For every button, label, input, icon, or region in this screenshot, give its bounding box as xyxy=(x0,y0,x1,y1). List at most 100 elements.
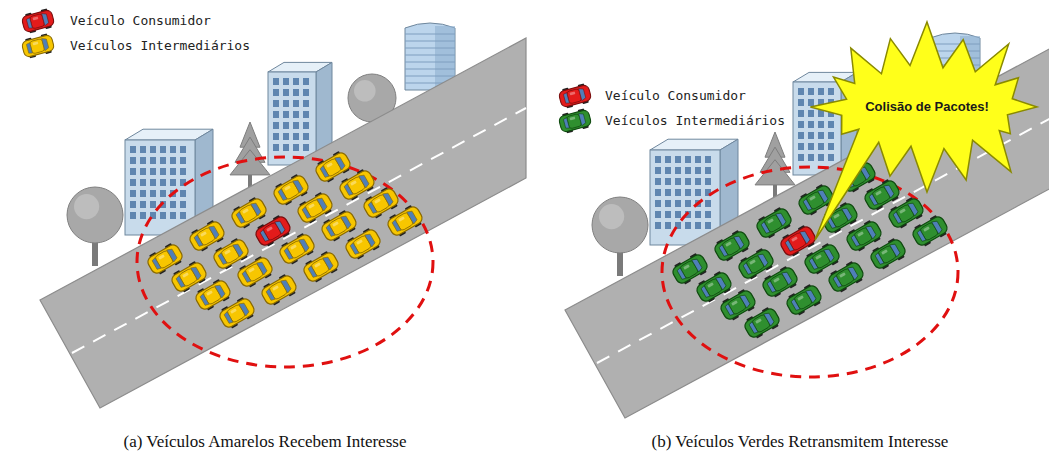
car-shine xyxy=(857,231,864,237)
building-window xyxy=(685,178,691,185)
building-window xyxy=(818,143,824,150)
car-windshield xyxy=(209,224,220,239)
building-window xyxy=(150,168,156,175)
car-body xyxy=(314,151,352,184)
building-window xyxy=(685,189,691,196)
car-rear-window xyxy=(749,322,758,334)
car-windshield xyxy=(383,191,394,206)
car-icon xyxy=(910,213,950,249)
car-rear-window xyxy=(785,240,794,252)
building-window xyxy=(160,179,166,186)
building-window xyxy=(180,201,186,208)
car-rear-window xyxy=(833,276,842,288)
building-window xyxy=(828,154,834,161)
building-window xyxy=(150,179,156,186)
car-windshield xyxy=(818,188,829,203)
car-rear-window xyxy=(809,258,818,270)
car-windshield xyxy=(299,237,310,252)
building-window xyxy=(798,143,804,150)
car-shine xyxy=(32,41,38,45)
car-icon xyxy=(259,272,299,308)
collision-burst: Colisão de Pacotes! xyxy=(817,22,1037,192)
car-rear-window xyxy=(743,263,752,275)
building-window xyxy=(808,121,814,128)
building-window xyxy=(180,146,186,153)
legend-label: Veículo Consumidor xyxy=(70,13,211,29)
building-window xyxy=(798,99,804,106)
building-window xyxy=(705,211,711,218)
car-body xyxy=(212,238,250,271)
car-shine xyxy=(356,239,363,245)
building-window xyxy=(170,201,176,208)
building-window xyxy=(160,168,166,175)
glass-building-band xyxy=(405,48,455,49)
tree-trunk xyxy=(773,185,777,197)
car-rear-window xyxy=(242,271,251,283)
car-rear-window xyxy=(224,312,233,324)
car-rear-window xyxy=(266,289,275,301)
building-window xyxy=(685,167,691,174)
tree-crown-light xyxy=(354,80,376,102)
building-window xyxy=(303,133,309,140)
car-rear-window xyxy=(26,43,32,54)
car-rear-window xyxy=(194,235,203,247)
car-windshield xyxy=(365,232,376,247)
car-body xyxy=(21,34,55,58)
pine-tier xyxy=(230,150,270,175)
building-window xyxy=(655,178,661,185)
car-windshield xyxy=(579,112,587,125)
car-shine xyxy=(569,116,575,120)
building-front xyxy=(268,72,316,165)
building-window xyxy=(655,189,661,196)
building-window xyxy=(705,156,711,163)
building-window xyxy=(665,200,671,207)
building-window xyxy=(303,89,309,96)
building-window xyxy=(140,179,146,186)
tree-crown xyxy=(592,197,648,253)
building-window xyxy=(828,121,834,128)
car-windshield xyxy=(800,229,811,244)
building-window xyxy=(293,89,299,96)
car-body xyxy=(296,192,334,225)
building-window xyxy=(685,200,691,207)
building-window xyxy=(655,167,661,174)
car-rear-window xyxy=(218,253,227,265)
tree xyxy=(592,197,648,276)
car-icon xyxy=(784,282,824,318)
pine-tree xyxy=(230,122,270,187)
building-window xyxy=(665,167,671,174)
car-body xyxy=(170,261,208,294)
building-window xyxy=(808,132,814,139)
building-window xyxy=(283,78,289,85)
car-body xyxy=(785,284,823,317)
road-center-line xyxy=(597,118,1049,363)
building-window xyxy=(818,88,824,95)
building-window xyxy=(130,212,136,219)
car-windshield xyxy=(42,37,50,50)
building-window xyxy=(695,211,701,218)
building-window xyxy=(273,122,279,129)
car-icon xyxy=(868,236,908,272)
car-rear-window xyxy=(701,286,710,298)
car-shine xyxy=(767,218,774,224)
car-windshield xyxy=(890,242,901,257)
car-body xyxy=(218,297,256,330)
car-windshield xyxy=(335,155,346,170)
road xyxy=(40,38,526,408)
building-front xyxy=(650,150,720,245)
car-icon xyxy=(558,82,593,109)
building-window xyxy=(283,133,289,140)
car-windshield xyxy=(932,219,943,234)
building-window xyxy=(293,133,299,140)
car-windshield xyxy=(341,214,352,229)
car-windshield xyxy=(776,211,787,226)
car-rear-window xyxy=(917,230,926,242)
building-window xyxy=(293,122,299,129)
car-icon xyxy=(742,305,782,341)
car-shine xyxy=(308,203,315,209)
car-windshield xyxy=(842,206,853,221)
broadcast-range xyxy=(137,157,433,367)
subfigure-caption: (a) Veículos Amarelos Recebem Interesse xyxy=(124,432,407,452)
building-window xyxy=(705,200,711,207)
building-window xyxy=(695,156,701,163)
